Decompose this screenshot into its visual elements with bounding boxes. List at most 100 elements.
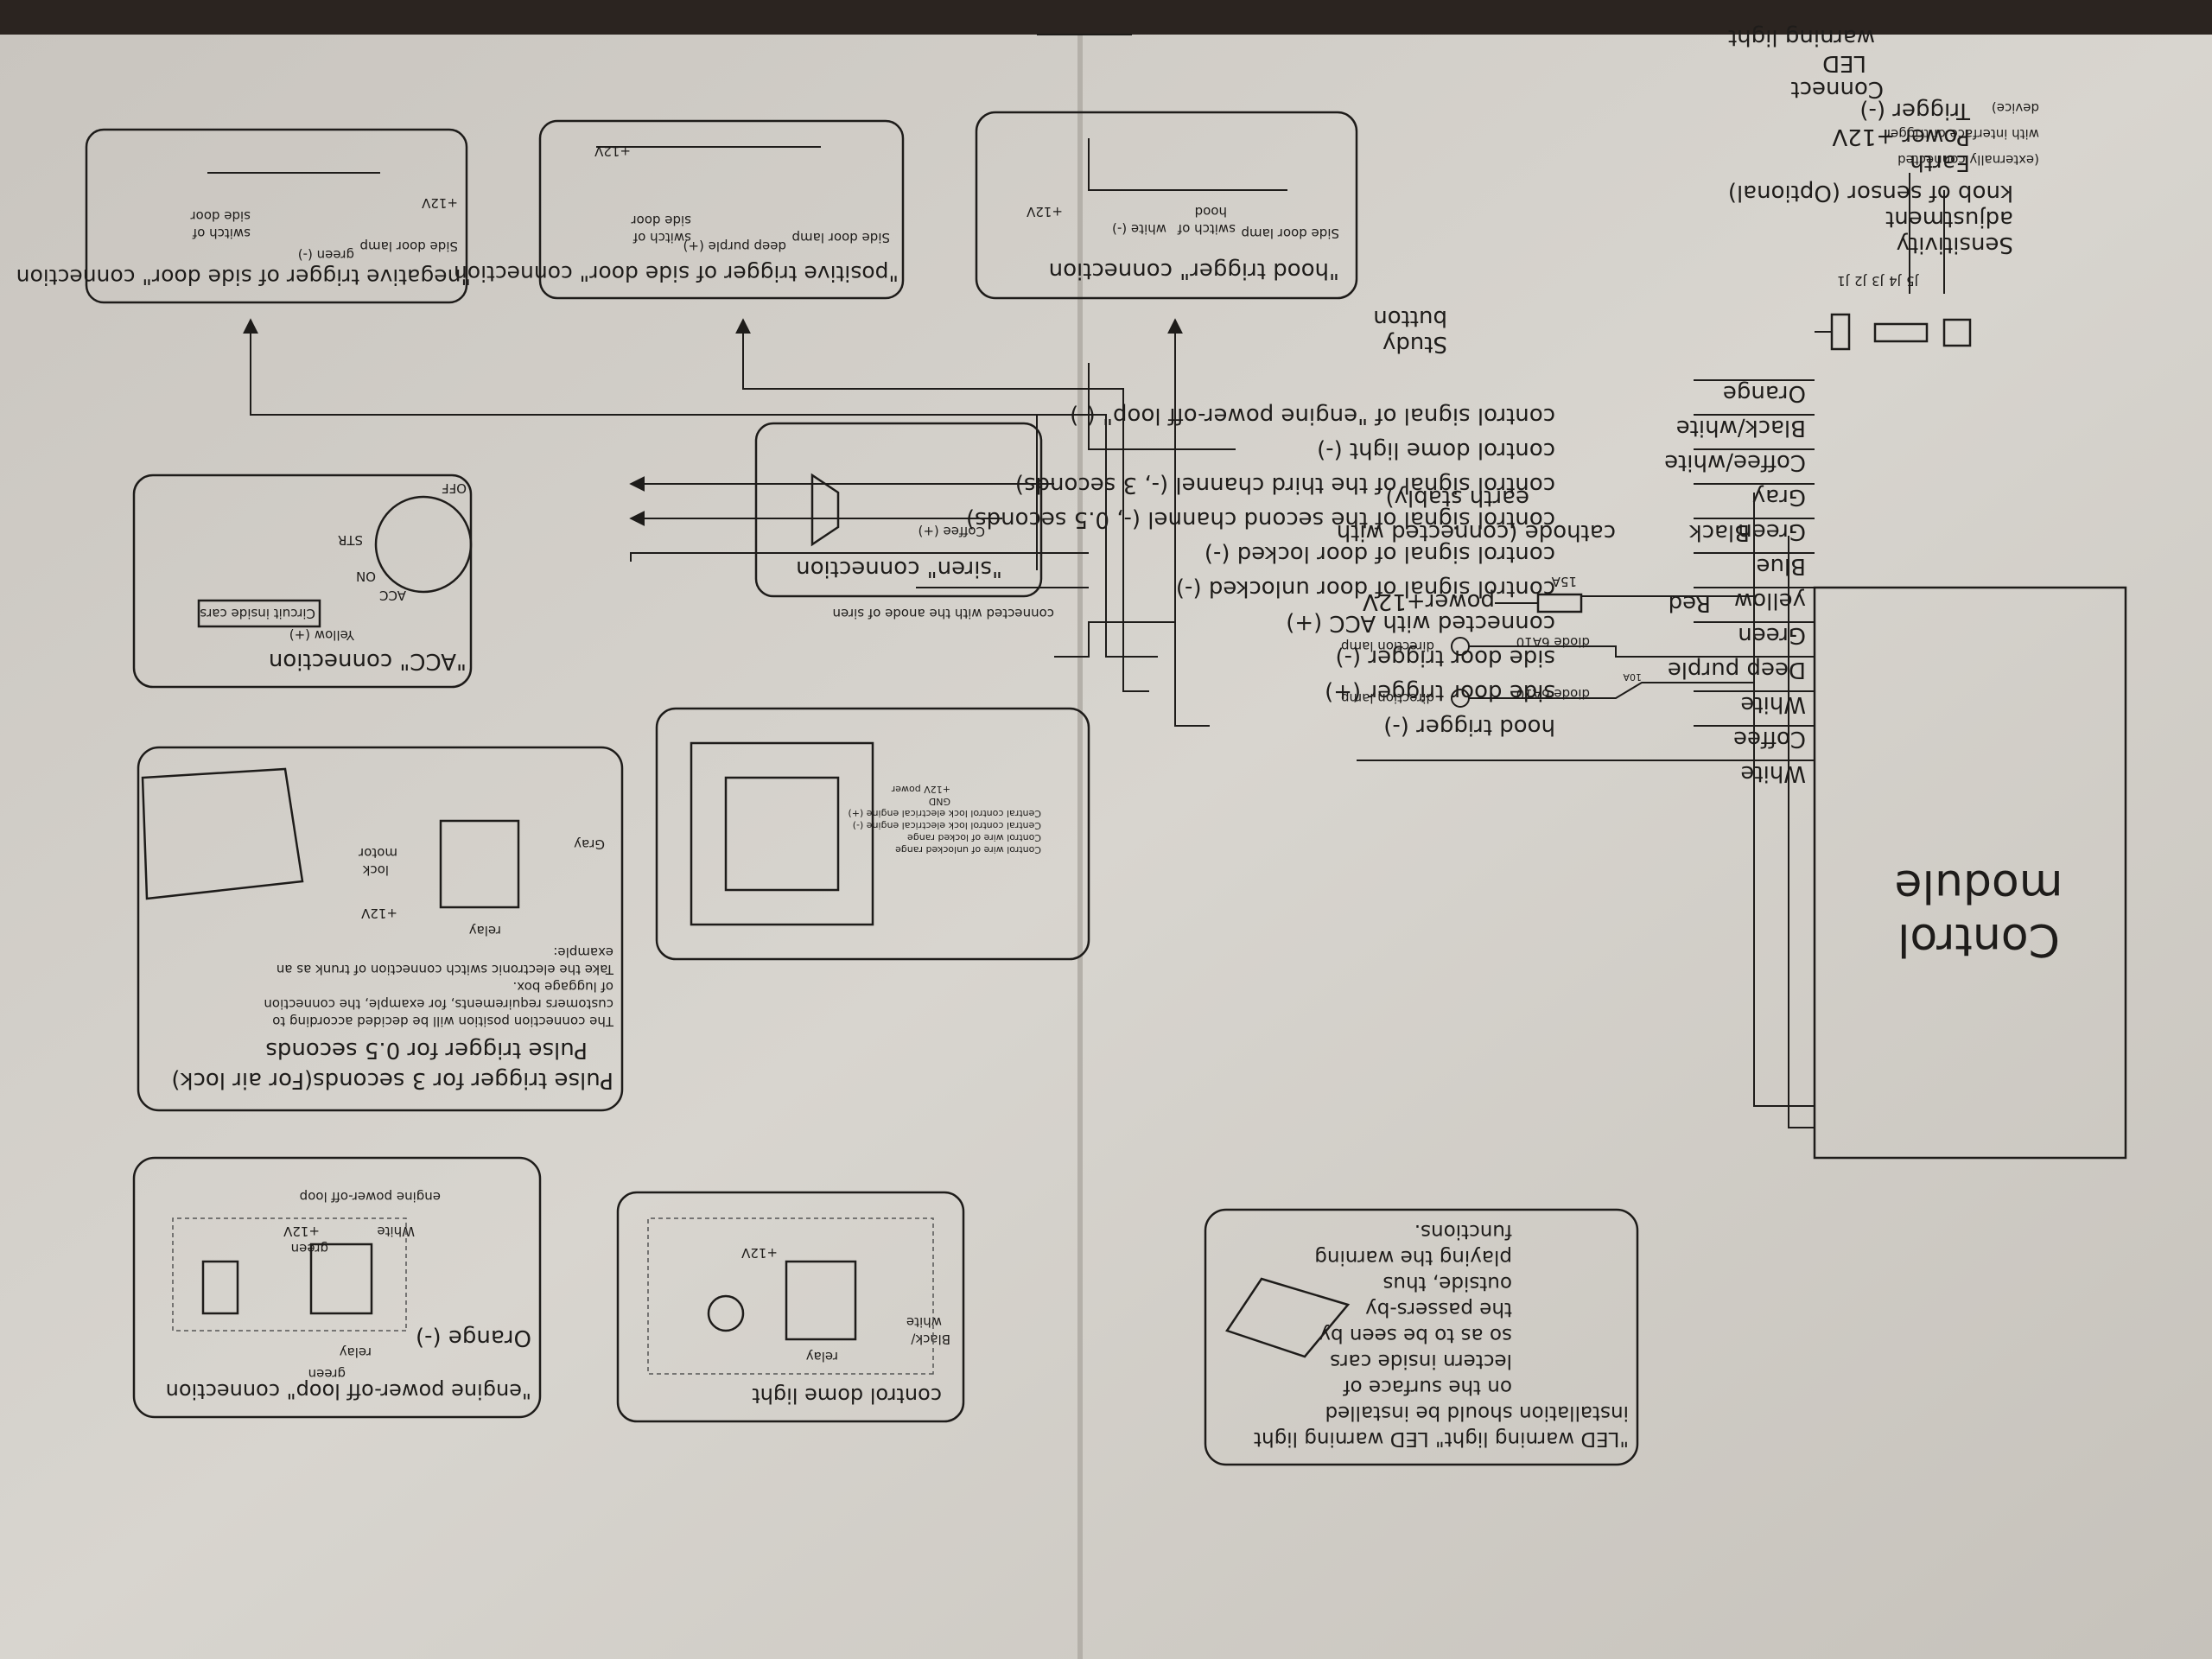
pulse-title-1: Pulse trigger for 3 seconds(For air lock… — [171, 1067, 613, 1093]
acc-box: "ACC" connection Yellow (+) Circuit insi… — [132, 474, 473, 689]
wire-color-11: Black/white — [1676, 415, 1806, 441]
pos-box-lamp: Side door lamp — [791, 230, 890, 245]
engine-relay-icon — [309, 1243, 373, 1315]
led-connect-line1: Connect — [1790, 76, 1884, 102]
direction-lamp-1: direction lamp — [1341, 690, 1434, 706]
led-box-line-1: "LED warning light" LED warning light — [1254, 1427, 1629, 1450]
wire-color-3: White — [1740, 691, 1806, 717]
siren-box-wire: Coffee (+) — [918, 524, 985, 539]
fuse2-label: 10A — [1623, 671, 1642, 683]
engine-box-green1: green — [308, 1366, 346, 1382]
wire-color-9: Gray — [1752, 484, 1806, 510]
sensor-earth: Earth — [1910, 149, 1970, 175]
pulse-desc-1: The connection position will be decided … — [272, 1014, 614, 1029]
acc-position-off: OFF — [442, 480, 467, 496]
hood-box-switch2: hood — [1195, 204, 1227, 219]
lock-pin-1: +12V power — [891, 784, 950, 795]
dome-box-title: control dome light — [752, 1383, 942, 1408]
led-box-line-5: so as to be seen by — [1319, 1324, 1512, 1346]
siren-box-title: "siren" connection — [796, 556, 1002, 582]
pos-box-title: "positive trigger of side door" connecti… — [454, 261, 899, 286]
rotated-content: Control module White Coffee White Deep p… — [16, 24, 2127, 1466]
j1-label: J1 — [1837, 273, 1850, 289]
pulse-motor: motor — [358, 845, 397, 861]
pulse-title-2: Pulse trigger for 0.5 seconds — [265, 1037, 588, 1063]
sensor-ext3: device) — [1992, 100, 2039, 116]
sensor-ext2: with interface of trigger — [1885, 126, 2039, 142]
siren-icon — [810, 473, 840, 547]
neg-box-wire: green (-) — [298, 247, 354, 263]
neg-box-v12: +12V — [421, 195, 458, 211]
study-button-label: Study — [1382, 331, 1447, 357]
engine-poweroff-box: "engine power-off loop" connection Orang… — [132, 1156, 542, 1419]
diode-2-label: diode 6A10 — [1516, 634, 1590, 650]
negative-side-door-box: "negative trigger of side door" connecti… — [16, 128, 471, 304]
neg-box-switch1: switch of — [192, 226, 251, 241]
wire-color-1: White — [1740, 760, 1806, 786]
j3-label: J3 — [1872, 273, 1885, 289]
wire-function-side-neg: side door trigger (-) — [1335, 645, 1555, 671]
led-box-line-2: installation should be installed — [1325, 1402, 1629, 1424]
j4-label: J4 — [1889, 273, 1902, 289]
positive-side-door-box: "positive trigger of side door" connecti… — [454, 119, 905, 300]
paper-sheet — [0, 35, 2212, 1659]
led-connect-line3: warning light — [1728, 24, 1875, 50]
pulse-relay: relay — [469, 923, 501, 938]
wire-color-6: yellow — [1734, 588, 1806, 613]
power-black-desc2: earth stably) — [1386, 485, 1530, 511]
pulse-desc-3: of luggage box. — [512, 979, 613, 995]
dome-light-box: control dome light Black/ white relay +1… — [616, 1191, 965, 1423]
pulse-relay-icon — [439, 819, 520, 909]
hood-box-v12: +12V — [1026, 204, 1063, 219]
lock-pin-2: GND — [929, 796, 950, 807]
led-connect-line2: LED — [1822, 50, 1866, 76]
pulse-desc-4: Take the electronic switch connection of… — [276, 962, 614, 977]
sensor-section: J1 J2 J3 J4 J5 Sensitivity adjustment kn… — [1728, 24, 2039, 294]
hood-box-title: "hood trigger" connection — [1049, 257, 1339, 283]
wire-color-12: Orange — [1723, 380, 1806, 406]
wire-colors: White Coffee White Deep purple Green yel… — [1664, 380, 1806, 786]
dome-box-v12: +12V — [741, 1245, 778, 1261]
engine-motor-icon — [201, 1260, 239, 1315]
pos-box-wire: deep purple (+) — [683, 238, 786, 254]
wire-color-4: Deep purple — [1668, 657, 1806, 683]
sensitivity-line2: adjustment — [1885, 206, 2013, 232]
fuse-label: 15A — [1551, 574, 1577, 589]
power-black-label: Black — [1689, 519, 1750, 545]
power-black-desc: cathode (connected with — [1337, 519, 1616, 545]
dashboard-icon — [1225, 1277, 1351, 1358]
acc-box-wire: Yellow (+) — [289, 627, 355, 643]
wire-function-engine: control signal of "engine power-off loop… — [1070, 403, 1555, 429]
wire-function-ch2: control signal of the second channel (-,… — [966, 506, 1555, 532]
wire-lines — [1357, 379, 1815, 761]
wire-function-acc: connected with ACC (+) — [1286, 610, 1555, 636]
central-lock-box: +12V power GND Central control lock elec… — [655, 707, 1090, 961]
led-box-line-3: on the surface of — [1343, 1376, 1512, 1398]
j2-label: J2 — [1854, 273, 1867, 289]
pulse-desc-5: example: — [553, 944, 613, 960]
dome-relay-icon — [785, 1260, 857, 1341]
lock-pin-4: Central control lock electrical engine (… — [853, 820, 1041, 831]
led-box-line-6: the passers-by — [1365, 1298, 1512, 1320]
study-button-icon — [1815, 313, 1972, 351]
pos-box-switch2: side door — [631, 213, 691, 228]
sensor-ext1: (externally connected — [1897, 152, 2039, 168]
hood-box-lamp: Side door lamp — [1241, 226, 1339, 241]
led-warning-box: "LED warning light" LED warning light in… — [1204, 1208, 1639, 1466]
routing-lines — [243, 34, 1236, 727]
engine-box-relay: relay — [340, 1344, 372, 1360]
engine-box-title: "engine power-off loop" connection — [166, 1379, 531, 1403]
neg-box-title: "negative trigger of side door" connecti… — [16, 264, 471, 289]
lock-pin-5: Control wire of locked range — [907, 832, 1041, 843]
pulse-gray: Gray — [574, 836, 605, 852]
siren-box: "siren" connection Coffee (+) connected … — [754, 422, 1054, 621]
control-module-title: Control — [1897, 913, 2060, 965]
neg-box-switch2: side door — [190, 208, 251, 224]
wire-color-2: Coffee — [1733, 726, 1806, 752]
power-red-label: Red — [1669, 590, 1711, 616]
control-module-box — [1813, 586, 2127, 1160]
pos-box-v12: +12V — [594, 143, 631, 159]
sensitivity-line1: Sensitivity — [1897, 232, 2013, 257]
pulse-lock: lock — [362, 862, 389, 878]
